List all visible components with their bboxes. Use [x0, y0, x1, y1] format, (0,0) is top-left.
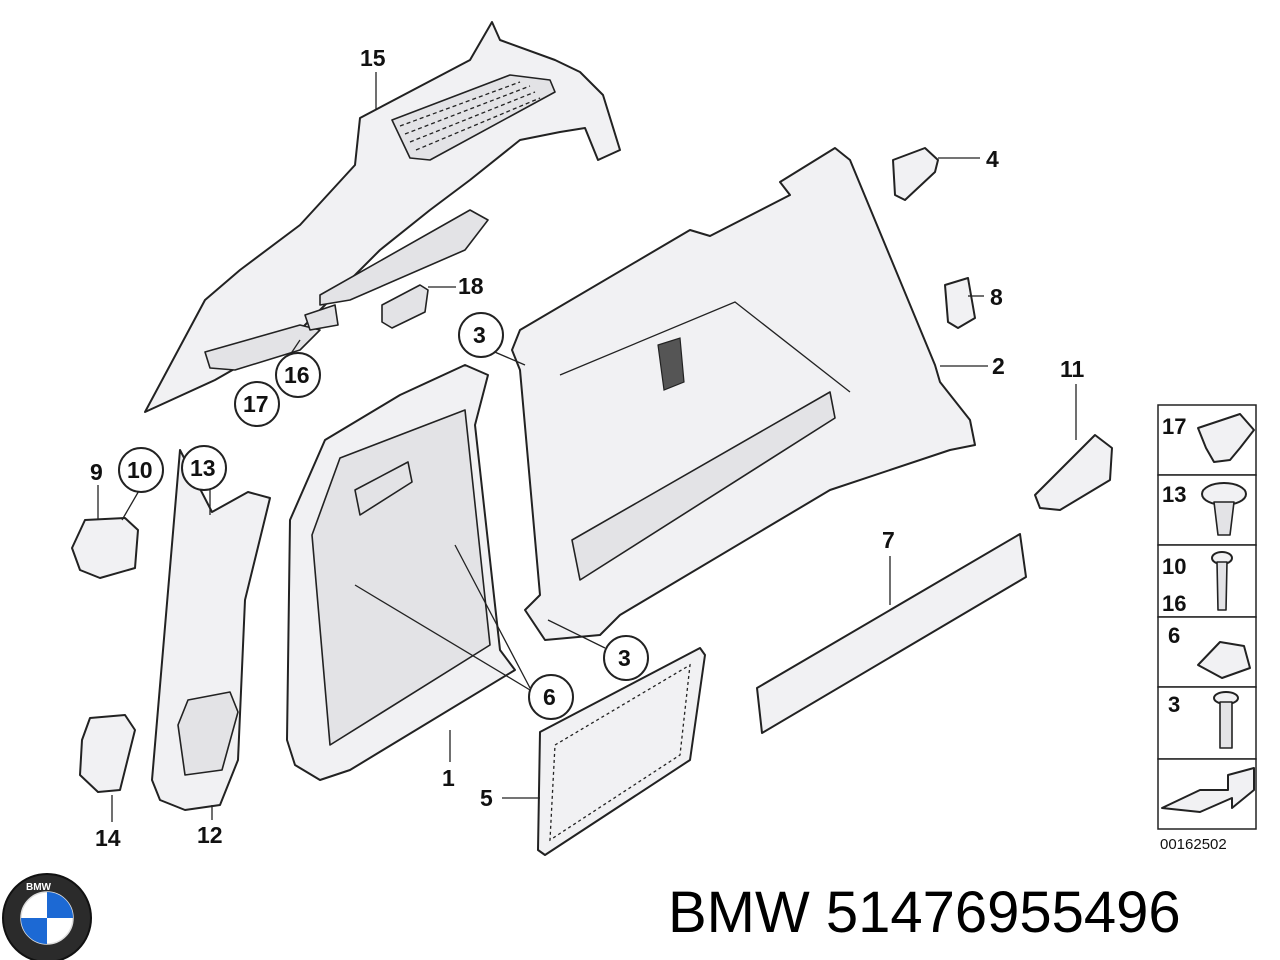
callout-ring-13 — [181, 445, 227, 491]
callout-8: 8 — [990, 284, 1003, 310]
part-1-frame-panel — [286, 364, 516, 781]
callout-2: 2 — [992, 353, 1005, 379]
callout-6: 6 — [543, 684, 556, 710]
part-7-strip — [756, 533, 1027, 734]
callout-3b: 3 — [618, 645, 631, 671]
callout-13: 13 — [190, 455, 216, 481]
callout-14: 14 — [95, 825, 121, 851]
legend-label-16: 16 — [1162, 591, 1186, 616]
clip-17-icon — [1197, 413, 1255, 463]
nut-6-icon — [1197, 641, 1251, 679]
callout-1: 1 — [442, 765, 455, 791]
part-14-cap — [79, 714, 136, 793]
bmw-logo-letters: BMW — [26, 882, 52, 893]
callout-15: 15 — [360, 45, 386, 71]
part-number-caption: BMW 51476955496 — [668, 880, 1181, 945]
legend-label-6: 6 — [1168, 623, 1180, 648]
callout-17: 17 — [243, 391, 269, 417]
direction-arrow-icon — [1161, 767, 1255, 813]
callout-7: 7 — [882, 527, 895, 553]
legend-cell-5 — [1157, 686, 1257, 760]
callout-9: 9 — [90, 459, 103, 485]
part-15-pillar-trim — [144, 21, 621, 413]
legend-cell-3 — [1157, 544, 1257, 618]
callout-18: 18 — [458, 273, 484, 299]
part-4-handle — [892, 147, 939, 201]
part-12-pillar — [151, 449, 271, 811]
part-9-bracket — [71, 517, 139, 579]
part-11-light — [1034, 434, 1113, 511]
callout-12: 12 — [197, 822, 223, 848]
callout-ring-17 — [234, 381, 280, 427]
callout-ring-16 — [275, 352, 321, 398]
callout-ring-10 — [118, 447, 164, 493]
callout-5: 5 — [480, 785, 493, 811]
callout-16: 16 — [284, 362, 310, 388]
bmw-logo: BMW — [2, 873, 92, 960]
callout-11: 11 — [1060, 356, 1085, 382]
legend-label-13: 13 — [1162, 482, 1186, 507]
part-18-clip — [381, 284, 429, 329]
callout-4: 4 — [986, 146, 999, 172]
legend-label-10: 10 — [1162, 554, 1186, 579]
callout-10: 10 — [127, 457, 153, 483]
callout-ring-3a — [458, 312, 504, 358]
callout-ring-6 — [528, 674, 574, 720]
legend-label-3: 3 — [1168, 692, 1180, 717]
part-5-cargo-net — [537, 647, 706, 856]
legend-label-17: 17 — [1162, 414, 1186, 439]
part-2-side-panel — [511, 147, 976, 641]
part-8-button — [944, 277, 976, 329]
callout-3a: 3 — [473, 322, 486, 348]
callouts: 15 4 8 2 11 7 18 1 5 12 14 9 3 3 6 16 17… — [90, 45, 1085, 851]
callout-ring-3b — [603, 635, 649, 681]
fastener-legend: 17 13 10 16 6 3 — [1157, 404, 1257, 830]
document-number: 00162502 — [1160, 836, 1227, 853]
